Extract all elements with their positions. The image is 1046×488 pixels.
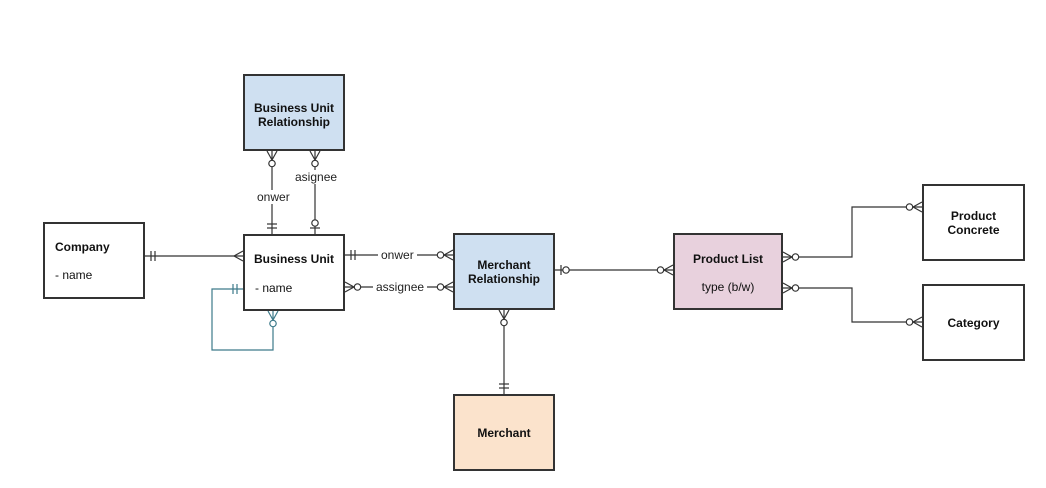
entity-title-line1: Merchant	[477, 258, 531, 272]
entity-attribute: type (b/w)	[701, 280, 755, 294]
crows-foot-marker	[912, 321, 923, 328]
crows-foot-marker	[309, 150, 316, 161]
crows-foot-marker	[782, 256, 793, 263]
zero-marker	[269, 319, 277, 328]
crows-foot-marker	[266, 150, 273, 161]
crows-foot-marker	[912, 316, 923, 323]
edge-label-merchant-rel-owner: onwer	[378, 248, 417, 262]
zero-marker	[791, 284, 800, 292]
crows-foot-marker	[912, 206, 923, 213]
zero-marker	[656, 266, 665, 274]
crows-foot-marker	[782, 282, 793, 289]
entity-title-line2: Relationship	[467, 272, 540, 286]
zero-marker	[311, 219, 319, 227]
entity-business-unit[interactable]: Business Unit - name	[243, 234, 345, 311]
zero-marker	[311, 159, 319, 168]
entity-category[interactable]: Category	[922, 284, 1025, 361]
crows-foot-marker	[782, 287, 793, 294]
zero-marker	[905, 203, 914, 211]
edge-label-bu-rel-assignee: asignee	[292, 170, 341, 184]
entity-attribute: - name	[55, 268, 93, 282]
crows-foot-marker	[271, 150, 278, 161]
connector-pl-product-concrete	[783, 206, 922, 258]
crows-foot-marker	[912, 201, 923, 208]
crows-foot-marker	[314, 150, 321, 161]
edge-label-bu-rel-owner: onwer	[254, 190, 293, 204]
crows-foot-marker	[344, 281, 355, 288]
connector-business-unit-self	[211, 288, 274, 351]
entity-title-line1: Product	[950, 209, 997, 223]
crows-foot-marker	[443, 249, 454, 256]
entity-title: Business Unit	[253, 252, 334, 266]
crows-foot-marker	[233, 255, 244, 262]
entity-product-list[interactable]: Product List type (b/w)	[673, 233, 783, 310]
entity-title-line2: Relationship	[257, 115, 330, 129]
entity-title-line1: Business Unit	[253, 101, 334, 115]
zero-marker	[353, 283, 362, 291]
crows-foot-marker	[443, 286, 454, 293]
zero-marker	[436, 283, 445, 291]
zero-marker	[268, 159, 276, 168]
entity-company[interactable]: Company - name	[43, 222, 145, 299]
zero-marker	[791, 253, 800, 261]
zero-marker	[905, 318, 914, 326]
crows-foot-marker	[782, 251, 793, 258]
crows-foot-marker	[503, 309, 510, 320]
zero-marker	[500, 318, 508, 327]
crows-foot-marker	[498, 309, 505, 320]
crows-foot-marker	[267, 310, 274, 321]
entity-merchant[interactable]: Merchant	[453, 394, 555, 471]
crows-foot-marker	[663, 264, 674, 271]
zero-marker	[436, 251, 445, 259]
crows-foot-marker	[233, 250, 244, 257]
connector-pl-category	[783, 287, 922, 323]
edge-label-merchant-rel-assignee: assignee	[373, 280, 428, 294]
crows-foot-marker	[272, 310, 279, 321]
crows-foot-marker	[443, 254, 454, 261]
crows-foot-marker	[443, 281, 454, 288]
entity-attribute: - name	[255, 281, 293, 295]
crows-foot-marker	[344, 286, 355, 293]
zero-marker	[562, 266, 570, 274]
entity-title: Merchant	[477, 426, 531, 440]
crows-foot-marker	[663, 269, 674, 276]
entity-title-line2: Concrete	[947, 223, 1000, 237]
entity-product-concrete[interactable]: Product Concrete	[922, 184, 1025, 261]
entity-title: Category	[947, 316, 1000, 330]
entity-business-unit-relationship[interactable]: Business Unit Relationship	[243, 74, 345, 151]
entity-title: Company	[55, 240, 110, 254]
entity-title: Product List	[692, 252, 763, 266]
entity-merchant-relationship[interactable]: Merchant Relationship	[453, 233, 555, 310]
